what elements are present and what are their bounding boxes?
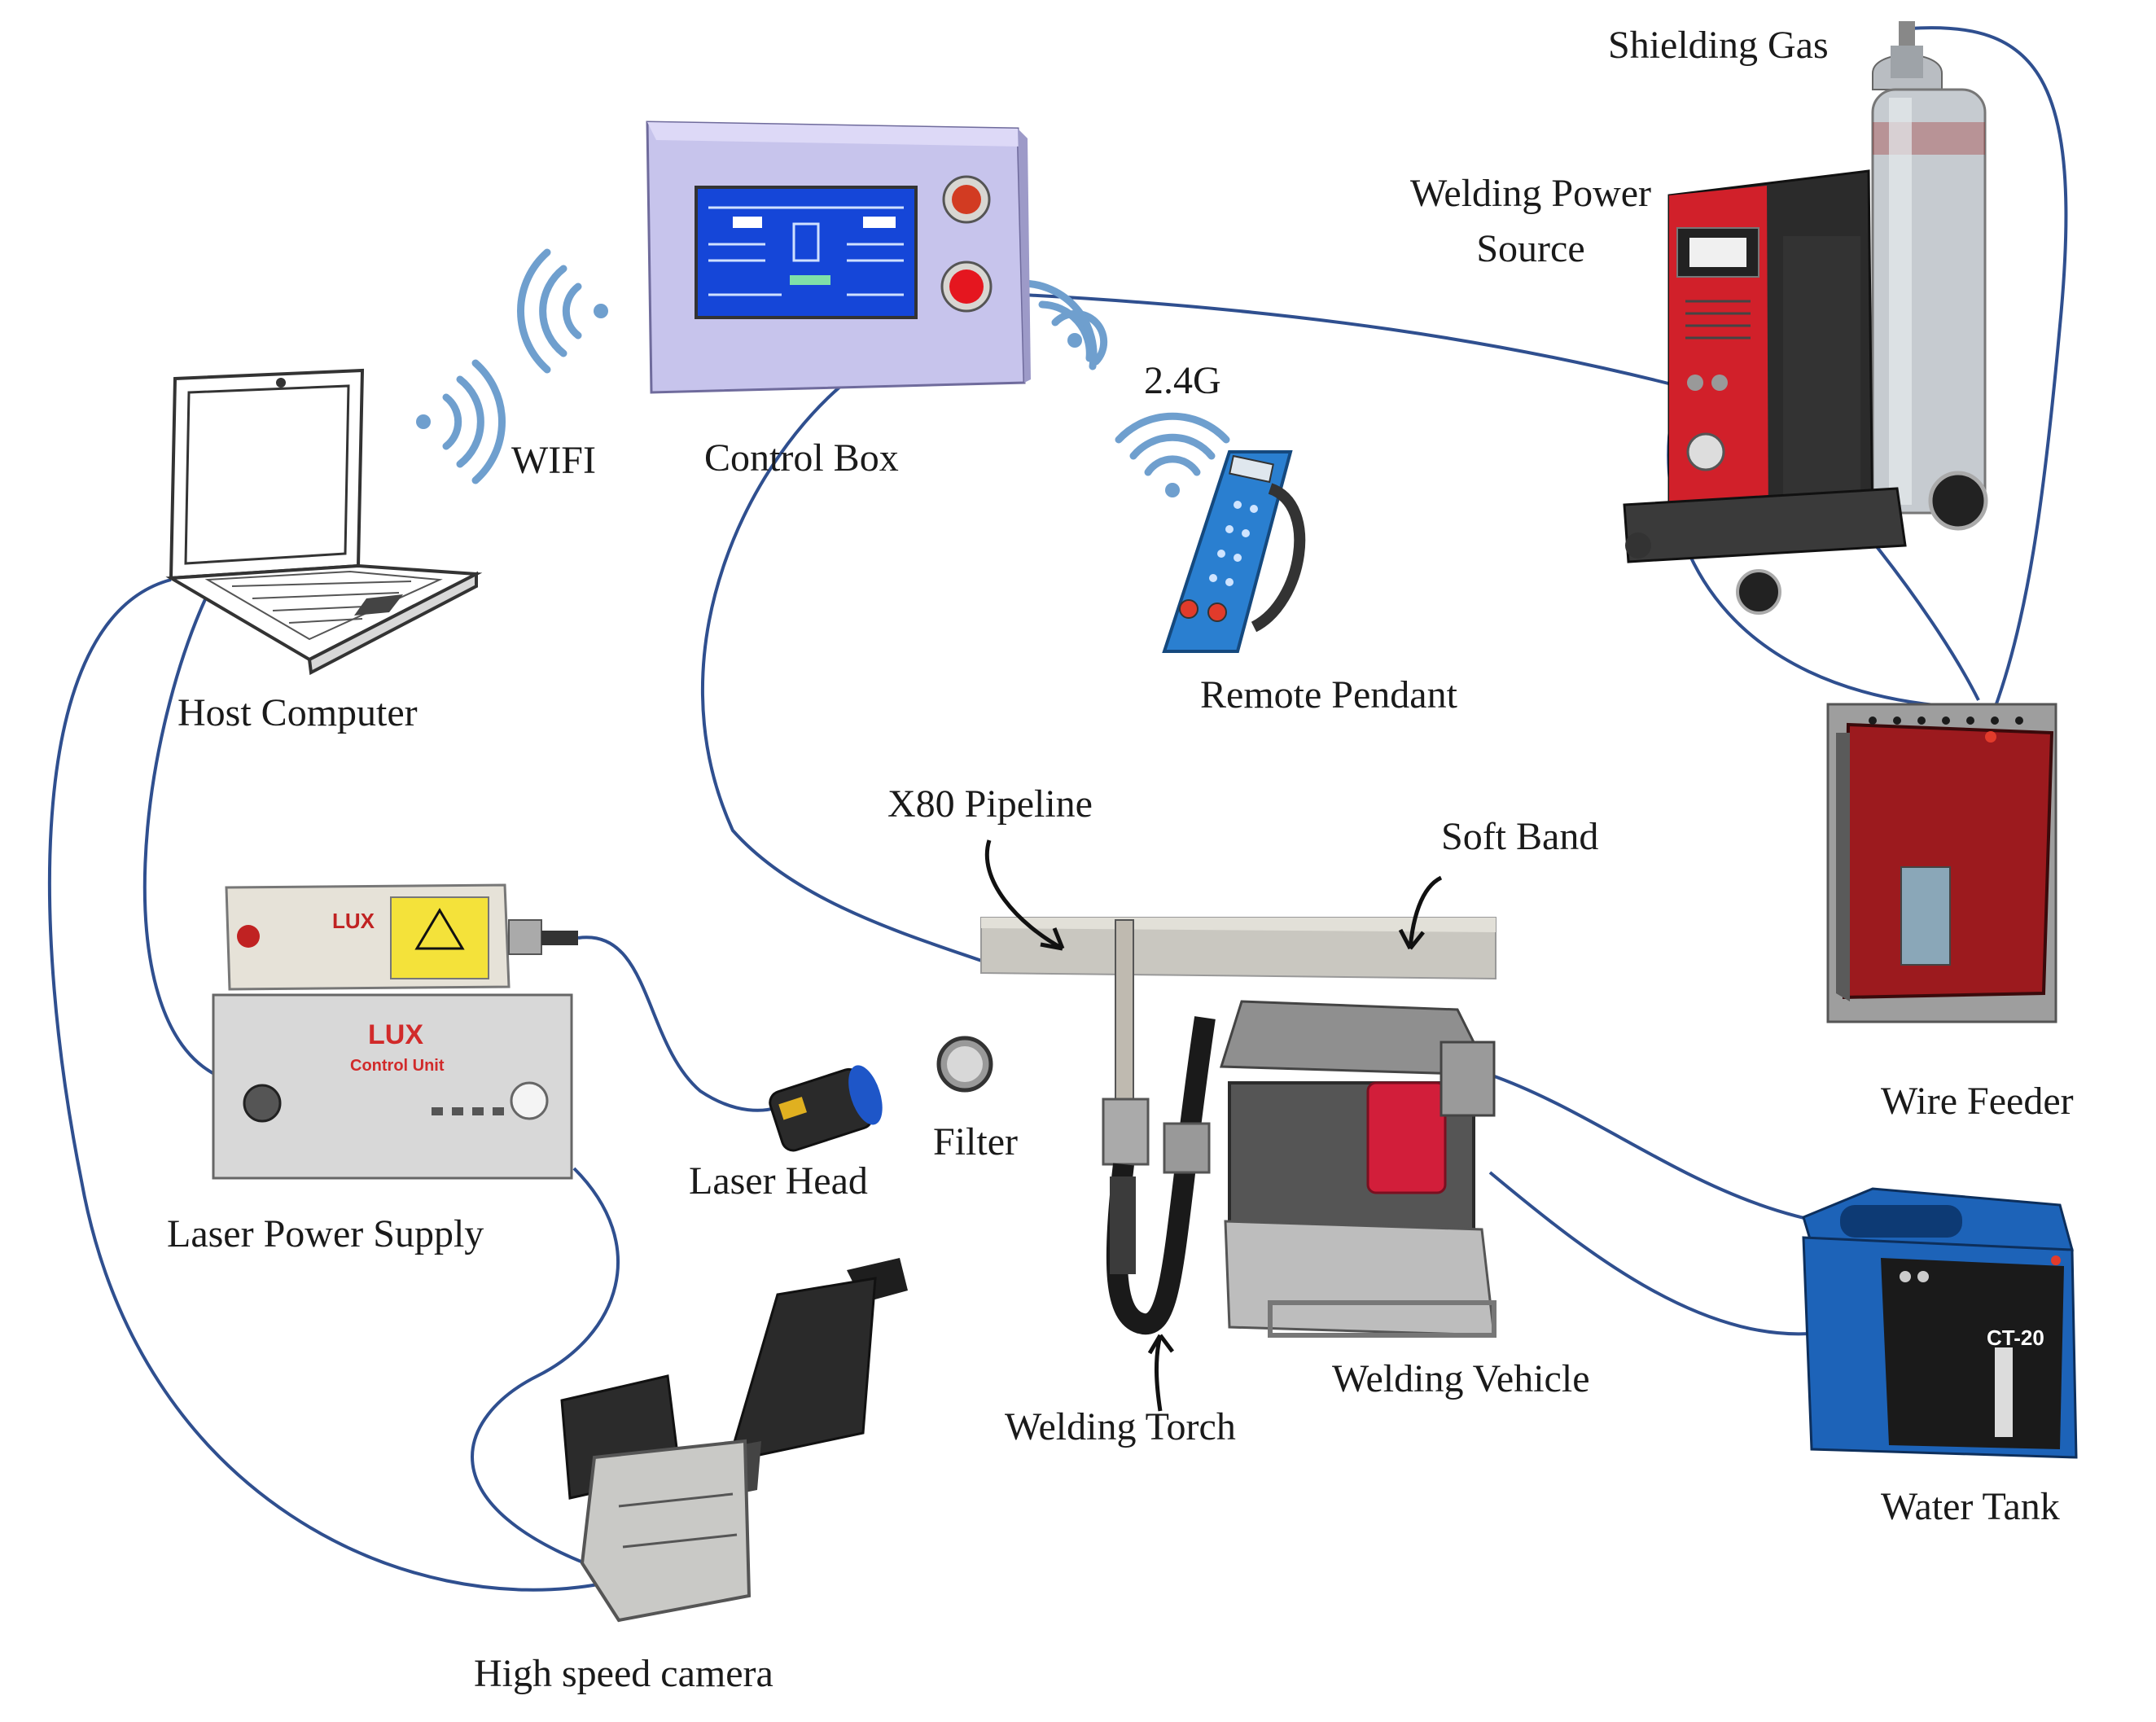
water-tank: CT-20 (1802, 1187, 2078, 1459)
laser-key-switch (243, 1084, 282, 1123)
arrow-welding-torch (1155, 1334, 1163, 1412)
label-welding-vehicle: Welding Vehicle (1332, 1357, 1590, 1400)
arrow-x80-pipeline (984, 839, 1064, 951)
wire-feeder-terminals (1869, 716, 2023, 725)
camera-body (580, 1439, 752, 1623)
laptop-touchpad (354, 594, 403, 616)
welding-torch (1102, 919, 1216, 1335)
radio-2g4-signal-icon (1019, 279, 1108, 370)
laser-control-unit: LUX Control Unit (212, 993, 573, 1180)
callout-arrows (984, 839, 1443, 1412)
wifi-signal-icon (416, 359, 506, 484)
control-box-button-bottom-cap (949, 269, 984, 304)
power-source-vents (1685, 300, 1751, 340)
screen-readouts (708, 206, 904, 296)
cable-controlbox-powersource (1021, 293, 1682, 388)
wifi-signal-icon-2 (517, 248, 608, 374)
laptop-keys (204, 570, 443, 641)
laser-brand-top: LUX (332, 909, 375, 933)
cable-computer-lasercontrol (142, 581, 217, 1076)
control-box-button-top-cap (952, 185, 981, 214)
cable-vehicle-watertank-2 (1488, 1171, 1833, 1336)
cable-gas-wirefeeder (1908, 26, 2068, 709)
laser-emission-button (510, 1081, 549, 1120)
camera-lens (726, 1277, 877, 1463)
arrow-soft-band (1408, 875, 1443, 949)
laser-warning-icon (414, 908, 465, 950)
cable-laser-laserhead (577, 935, 778, 1112)
label-welding-torch: Welding Torch (1005, 1405, 1236, 1448)
wire-feeder-window (1900, 866, 1951, 966)
label-wire-feeder: Wire Feeder (1881, 1080, 2074, 1123)
pendant-buttons (1209, 501, 1258, 586)
label-control-box: Control Box (704, 436, 899, 480)
wire-feeder (1826, 703, 2057, 1023)
laser-emitter-unit: LUX (225, 883, 578, 991)
welding-power-source (1623, 169, 1988, 615)
pendant-signal-icon (1115, 412, 1230, 497)
laser-indicator-leds (432, 1107, 504, 1115)
label-high-speed-camera: High speed camera (474, 1652, 773, 1695)
high-speed-camera (560, 1258, 908, 1623)
host-computer (165, 368, 483, 676)
laser-head (769, 1065, 883, 1152)
label-shielding-gas: Shielding Gas (1608, 24, 1829, 67)
label-wifi: WIFI (511, 439, 596, 482)
wireless-signals (416, 248, 1230, 497)
cable-computer-camera (47, 578, 603, 1592)
label-laser-head: Laser Head (689, 1159, 868, 1203)
control-box (646, 120, 1031, 394)
label-welding-power-source: Welding Power (1409, 172, 1652, 215)
x80-pipeline-section (980, 917, 1496, 980)
water-level-gauge (1995, 1347, 2013, 1437)
cable-controlbox-vehicle (700, 373, 994, 966)
laser-control-brand: LUX (368, 1019, 423, 1050)
label-filter: Filter (933, 1120, 1018, 1163)
label-laser-power-supply: Laser Power Supply (167, 1212, 484, 1255)
label-welding-power-source-line2: Source (1476, 227, 1585, 270)
remote-pendant (1162, 450, 1306, 653)
label-x80-pipeline: X80 Pipeline (887, 782, 1093, 826)
welding-vehicle (1219, 1000, 1496, 1338)
cable-lasercontrol-camera (471, 1167, 620, 1573)
water-tank-model: CT-20 (1987, 1325, 2044, 1350)
shielding-gas-cylinder (1871, 21, 1987, 515)
label-host-computer: Host Computer (177, 691, 418, 734)
label-remote-pendant: Remote Pendant (1200, 673, 1457, 716)
laser-control-unit-label: Control Unit (350, 1057, 445, 1075)
label-soft-band: Soft Band (1441, 815, 1599, 858)
label-water-tank: Water Tank (1881, 1485, 2060, 1528)
label-2-4g: 2.4G (1144, 359, 1221, 402)
welding-vehicle-red-canister (1366, 1081, 1447, 1194)
filter (936, 1036, 993, 1093)
power-source-cart (1623, 487, 1907, 563)
